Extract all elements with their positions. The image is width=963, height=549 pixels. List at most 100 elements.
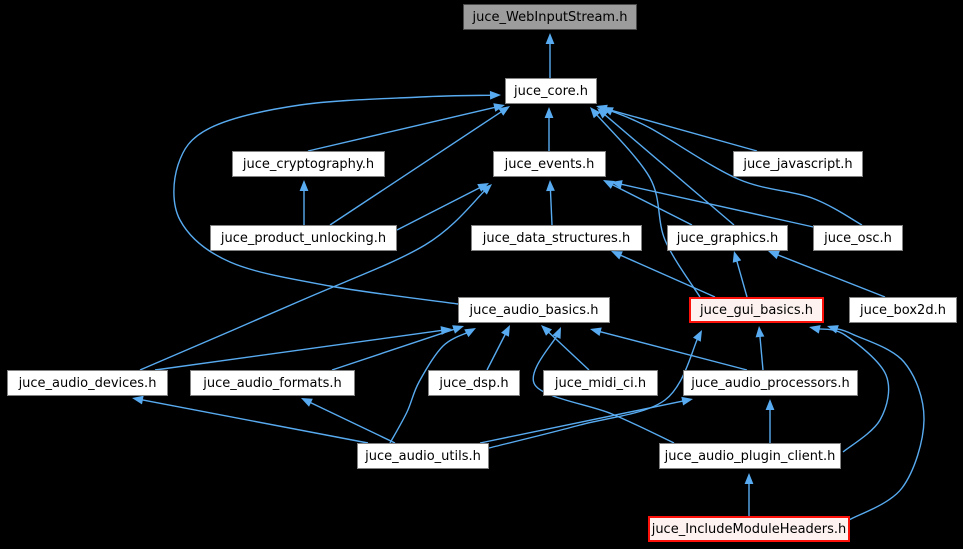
arrowhead (464, 328, 476, 338)
node-label: juce_events.h (504, 156, 595, 172)
node-audio_devices[interactable]: juce_audio_devices.h (7, 370, 168, 396)
edge-audio_utils-to-audio_basics (389, 328, 476, 444)
edge-audio_processors-to-gui_basics (755, 326, 765, 371)
node-label: juce_audio_basics.h (469, 302, 599, 318)
node-javascript[interactable]: juce_javascript.h (733, 151, 863, 177)
node-label: juce_cryptography.h (242, 156, 375, 172)
node-label: juce_audio_processors.h (691, 375, 850, 391)
edge-audio_processors-to-audio_basics (590, 327, 748, 371)
edge-gui_basics-to-graphics (732, 251, 748, 298)
node-product_unlocking[interactable]: juce_product_unlocking.h (210, 225, 397, 251)
node-osc[interactable]: juce_osc.h (813, 225, 903, 251)
node-label: juce_audio_formats.h (203, 375, 342, 391)
arrowhead (489, 90, 501, 100)
edge-audio_utils-to-gui_basics (488, 330, 702, 449)
arrowhead (732, 251, 742, 263)
edge-graphics-to-core (597, 108, 735, 226)
arrowhead (755, 326, 765, 338)
node-box2d[interactable]: juce_box2d.h (849, 297, 957, 323)
edge-cryptography-to-core (307, 103, 505, 152)
node-label: juce_gui_basics.h (700, 302, 813, 318)
node-label: juce_data_structures.h (482, 230, 631, 246)
node-data_structures[interactable]: juce_data_structures.h (471, 225, 642, 251)
arrowhead (827, 325, 839, 334)
arrowhead (611, 251, 623, 260)
arrowhead (681, 396, 693, 406)
node-label: juce_WebInputStream.h (472, 9, 628, 25)
node-label: juce_audio_utils.h (365, 448, 481, 464)
node-label: juce_graphics.h (676, 230, 779, 246)
arrowhead (603, 180, 615, 189)
arrowhead (299, 180, 309, 191)
arrowhead (590, 107, 601, 119)
node-web_input_stream[interactable]: juce_WebInputStream.h (463, 4, 637, 30)
edge-graphics-to-events (603, 180, 693, 226)
node-label: juce_product_unlocking.h (220, 230, 387, 246)
arrowhead (552, 327, 561, 339)
edge-audio_devices-to-audio_basics (154, 326, 452, 371)
node-label: juce_javascript.h (743, 156, 853, 172)
edge-data_structures-to-events (546, 180, 555, 226)
node-audio_utils[interactable]: juce_audio_utils.h (357, 443, 489, 469)
arrowhead (493, 103, 505, 112)
arrowhead (590, 327, 602, 337)
edge-audio_formats-to-audio_basics (331, 325, 464, 371)
edge-gui_basics-to-data_structures (611, 251, 716, 298)
node-core[interactable]: juce_core.h (505, 78, 597, 104)
edge-product_unlocking-to-events (396, 183, 489, 231)
arrowhead (744, 473, 754, 484)
arrowhead (765, 399, 775, 410)
edge-dsp-to-audio_basics (486, 325, 510, 371)
edge-osc-to-events (611, 180, 819, 229)
edge-events-to-core (544, 107, 554, 151)
arrowhead (597, 108, 609, 119)
arrowhead (545, 33, 555, 44)
node-label: juce_IncludeModuleHeaders.h (651, 521, 847, 537)
node-events[interactable]: juce_events.h (493, 151, 606, 177)
edge-midi_ci-to-audio_basics (541, 325, 590, 371)
edge-osc-to-core (602, 107, 863, 226)
arrowhead (602, 107, 614, 116)
node-include_module_headers[interactable]: juce_IncludeModuleHeaders.h (648, 516, 850, 542)
edge-audio_devices-to-events (139, 184, 492, 371)
edge-audio_plugin_client-to-audio_processors (765, 399, 775, 443)
arrowhead (544, 107, 554, 118)
arrowhead (541, 325, 553, 336)
arrowhead (301, 398, 313, 407)
edge-include_module_headers-to-audio_plugin_client (744, 473, 754, 516)
node-audio_processors[interactable]: juce_audio_processors.h (683, 370, 858, 396)
node-gui_basics[interactable]: juce_gui_basics.h (689, 297, 824, 323)
node-graphics[interactable]: juce_graphics.h (667, 225, 788, 251)
arrowhead (480, 184, 492, 195)
arrowhead (611, 180, 623, 189)
edge-gui_basics-to-core (590, 107, 701, 298)
edge-audio_plugin_client-to-audio_basics (532, 327, 675, 444)
edge-product_unlocking-to-cryptography (299, 180, 309, 225)
node-label: juce_audio_plugin_client.h (664, 448, 836, 464)
node-label: juce_midi_ci.h (554, 375, 647, 391)
edge-audio_utils-to-audio_formats (301, 398, 396, 444)
edge-audio_utils-to-audio_devices (132, 395, 369, 444)
node-audio_plugin_client[interactable]: juce_audio_plugin_client.h (659, 443, 841, 469)
arrowhead (546, 180, 555, 192)
edge-core-to-web_input_stream (545, 33, 555, 78)
edge-include_module_headers-to-gui_basics (827, 325, 925, 521)
node-label: juce_core.h (513, 83, 589, 99)
arrowhead (132, 395, 144, 405)
node-audio_formats[interactable]: juce_audio_formats.h (190, 370, 355, 396)
node-cryptography[interactable]: juce_cryptography.h (232, 151, 385, 177)
arrowhead (692, 330, 702, 342)
arrowhead (501, 325, 510, 337)
node-label: juce_box2d.h (860, 302, 946, 318)
node-dsp[interactable]: juce_dsp.h (428, 370, 520, 396)
arrowhead (809, 325, 821, 334)
node-label: juce_dsp.h (439, 375, 509, 391)
arrowhead (452, 325, 464, 334)
node-label: juce_audio_devices.h (18, 375, 157, 391)
arrowhead (768, 250, 780, 260)
node-audio_basics[interactable]: juce_audio_basics.h (458, 297, 610, 323)
node-midi_ci[interactable]: juce_midi_ci.h (543, 370, 658, 396)
edge-product_unlocking-to-core (329, 106, 510, 226)
